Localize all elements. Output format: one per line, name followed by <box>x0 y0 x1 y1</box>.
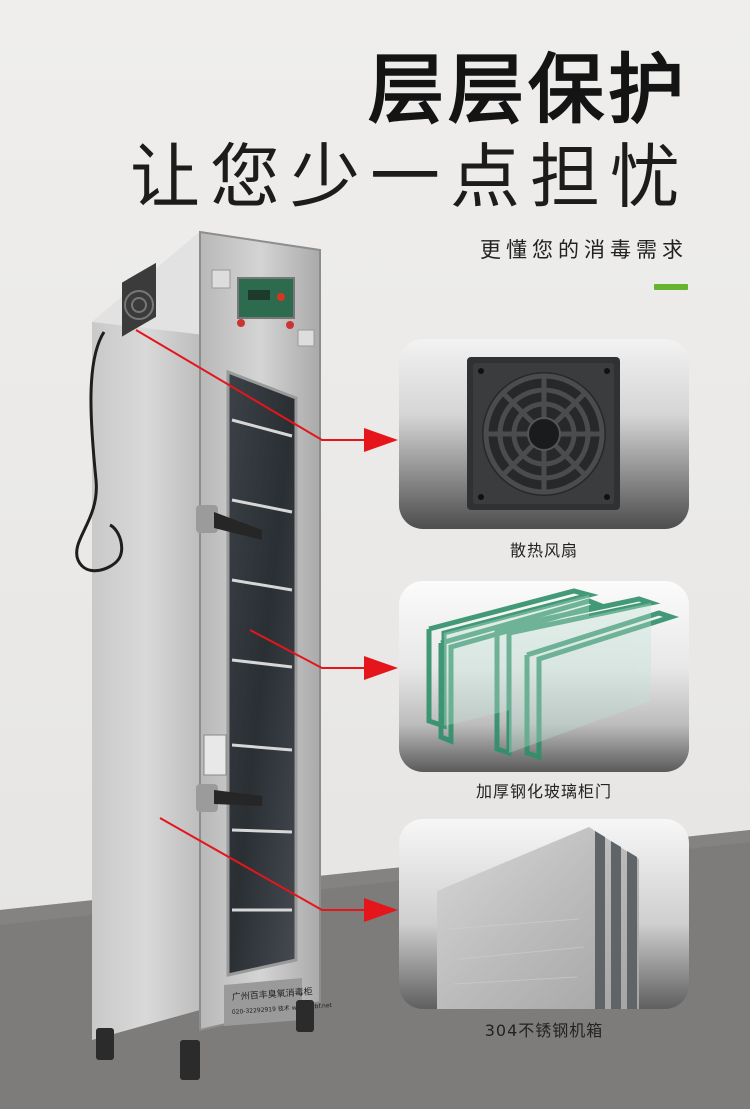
feature-caption-steel: 304不锈钢机箱 <box>484 1021 604 1040</box>
feature-panel-steel <box>399 819 689 1009</box>
feature-caption-glass: 加厚钢化玻璃柜门 <box>475 782 612 801</box>
headline: 层层保护 <box>368 45 688 134</box>
subheadline: 让您少一点担忧 <box>130 136 690 218</box>
stainless-steel-icon <box>437 827 639 1009</box>
feature-caption-fan: 散热风扇 <box>509 541 578 560</box>
tempered-glass-icon <box>426 588 680 761</box>
fan-icon <box>467 357 620 510</box>
tagline: 更懂您的消毒需求 <box>480 238 688 262</box>
feature-panel-fan <box>399 339 689 529</box>
accent-bar <box>654 284 688 290</box>
feature-panel-glass <box>399 581 689 772</box>
